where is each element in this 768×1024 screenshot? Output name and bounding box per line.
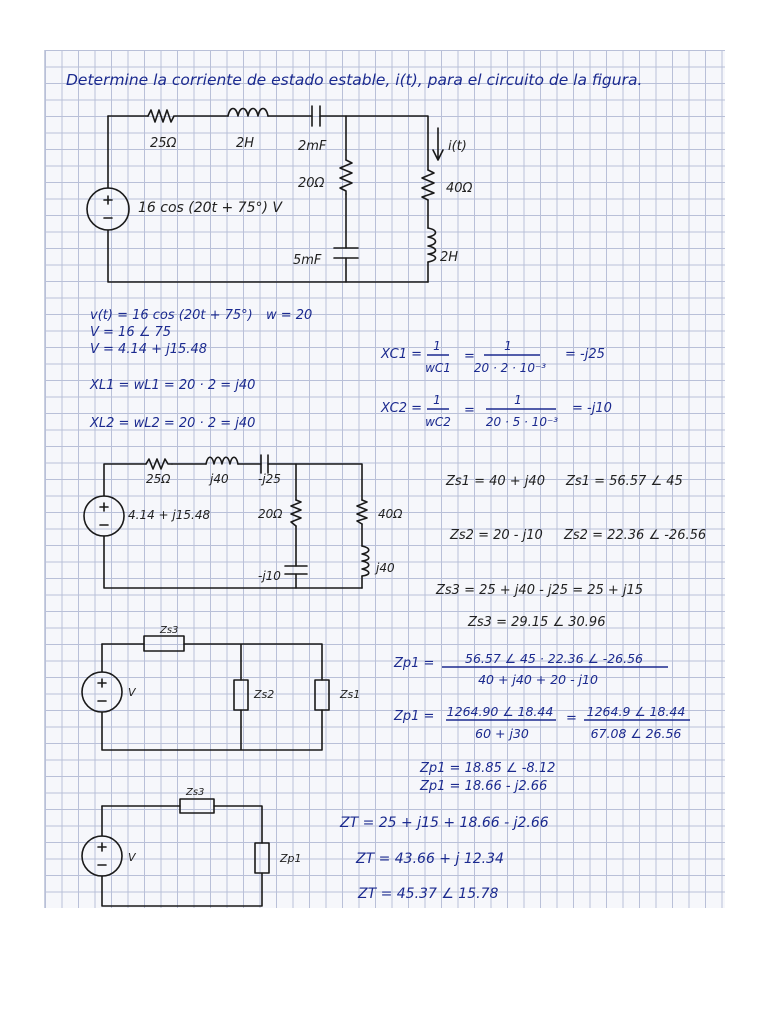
label-l1: 2H [236,136,254,151]
eq-xc1-f2-num: 1 [504,339,512,353]
eq-xc2-f1-num: 1 [433,393,441,407]
voltage-source-2 [83,495,125,537]
eq-xc2-res: = -j10 [572,401,612,416]
eq-zp1b-num: 1264.90 ∠ 18.44 [447,704,554,719]
eq-zt-2: ZT = 43.66 + j 12.34 [355,851,504,867]
label-l2: 2H [440,250,458,265]
voltage-source-3 [81,671,123,713]
voltage-source-4 [81,835,123,877]
resistor-40-ohm [421,169,435,201]
c2-label-c1: -j25 [258,472,281,486]
eq-zp1b-num2: 1264.9 ∠ 18.44 [587,704,686,719]
c2-inductor-j40-branch [361,545,370,577]
circuit-4-wires [101,805,263,907]
c2-label-l1: j40 [208,472,229,486]
eq-xc2-f2-num: 1 [514,393,522,407]
label-current: i(t) [448,139,467,154]
c2-label-r1: 25Ω [146,472,171,486]
eq-xc1-res: = -j25 [565,347,605,362]
eq-zs1-polar: Zs1 = 56.57 ∠ 45 [565,474,683,489]
eq-zp1b-lhs: Zp1 = [393,709,434,724]
c2-label-source: 4.14 + j15.48 [128,508,210,522]
c3-label-zs3: Zs3 [159,625,178,636]
inductor-2h-branch [427,227,437,263]
eq-zt-1: ZT = 25 + j15 + 18.66 - j2.66 [339,815,549,831]
c4-label-zs3: Zs3 [185,787,204,798]
circuit-3-wires [101,643,323,751]
svg-text:=: = [464,403,475,418]
eq-zs3-rect: Zs3 = 25 + j40 - j25 = 25 + j15 [435,583,643,598]
circuit-1-wires [107,115,429,283]
c2-resistor-40 [356,499,368,525]
eq-xc2-lhs: XC2 = [380,401,422,416]
eq-zp1-num: 56.57 ∠ 45 · 22.36 ∠ -26.56 [465,651,643,666]
label-c1: 2mF [298,139,327,154]
label-r1: 25Ω [150,136,177,151]
eq-xc1-lhs: XC1 = [380,347,422,362]
eq-v-t: v(t) = 16 cos (20t + 75°) [90,308,253,323]
c2-resistor-25 [145,458,173,470]
current-arrow-icon [432,127,444,161]
c2-resistor-20 [290,499,302,527]
capacitor-2mf [311,105,321,127]
c4-label-zp1: Zp1 [279,852,302,865]
eq-zt-3: ZT = 45.37 ∠ 15.78 [357,886,498,902]
eq-xc2-f2-den: 20 · 5 · 10⁻³ [486,415,558,429]
eq-zp1b-den: 60 + j30 [475,726,529,741]
circuit-2-wires [103,463,363,589]
eq-zp1-polar: Zp1 = 18.85 ∠ -8.12 [419,761,555,776]
eq-xc1-f1-den: wC1 [425,361,451,375]
eq-xl2: XL2 = wL2 = 20 · 2 = j40 [89,416,255,431]
c2-capacitor-j10 [284,565,308,575]
c3-label-zs1: Zs1 [339,688,360,701]
svg-text:=: = [464,349,475,364]
block-zs2 [233,679,249,711]
eq-zs1-rect: Zs1 = 40 + j40 [445,474,545,489]
c3-label-v: V [128,686,137,699]
eq-zp1b-eq: = [566,711,577,726]
eq-xc1-f1-num: 1 [433,339,441,353]
eq-zp1-lhs: Zp1 = [393,656,434,671]
c2-capacitor [260,454,269,474]
eq-zp1-rect: Zp1 = 18.66 - j2.66 [419,779,547,794]
c2-inductor-j40 [205,456,239,465]
label-r2: 20Ω [298,176,325,191]
eq-v-polar: V = 16 ∠ 75 [90,325,171,340]
c2-label-l2: j40 [374,561,395,575]
eq-zs2-polar: Zs2 = 22.36 ∠ -26.56 [563,528,706,543]
c4-label-v: V [128,851,137,864]
block-zp1 [254,842,270,874]
capacitor-5mf [333,247,359,259]
eq-zp1b-den2: 67.08 ∠ 26.56 [591,726,682,741]
label-c2: 5mF [293,253,322,268]
block-zs3 [143,635,185,652]
eq-zp1-den: 40 + j40 + 20 - j10 [478,672,598,687]
eq-v-rect: V = 4.14 + j15.48 [90,342,207,357]
inductor-2h-series [227,107,269,117]
c2-label-r3: 40Ω [378,507,403,521]
eq-xc2-f1-den: wC2 [425,415,451,429]
eq-xc1-f2-den: 20 · 2 · 10⁻³ [474,361,546,375]
voltage-source-1 [86,187,130,231]
c2-label-c2: -j10 [258,569,281,583]
c2-label-r2: 20Ω [258,507,283,521]
label-source-1: 16 cos (20t + 75°) V [138,200,283,216]
eq-zs3-polar: Zs3 = 29.15 ∠ 30.96 [467,615,605,630]
problem-statement: Determine la corriente de estado estable… [66,71,642,89]
eq-xl1: XL1 = wL1 = 20 · 2 = j40 [89,378,255,393]
block-zs3-series [179,798,215,814]
label-r3: 40Ω [446,181,473,196]
eq-zs2-rect: Zs2 = 20 - j10 [449,528,543,543]
resistor-25-ohm [147,109,175,123]
eq-w: w = 20 [266,308,312,323]
graph-paper-sheet [44,50,725,908]
resistor-20-ohm [339,159,353,195]
c3-label-zs2: Zs2 [253,688,274,701]
block-zs1 [314,679,330,711]
